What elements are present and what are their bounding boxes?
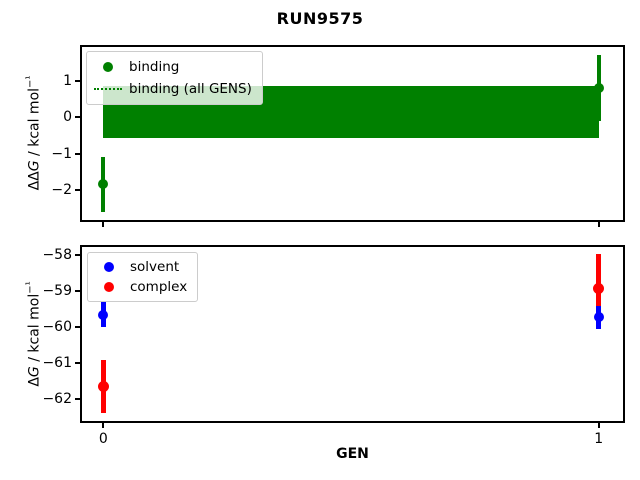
x-tick [102,423,105,428]
bottom-axes-dg-plot: solvent complex −58 −59 −60 −61 −62 0 1 [42,245,625,447]
top-legend: binding binding (all GENS) [86,51,263,105]
point-complex-gen0 [97,381,109,393]
legend-label-complex: complex [130,279,188,295]
y-tick [75,188,80,191]
complex-dot-icon [104,282,114,292]
point-complex-gen1 [593,282,605,294]
y-tick-label: 0 [63,109,72,126]
dotted-line-icon [94,88,122,90]
point-binding-gen1 [593,83,604,94]
x-tick-label: 1 [594,431,604,447]
y-tick [75,362,80,365]
y-tick-label: −60 [42,319,72,336]
y-tick-label: −1 [51,145,72,162]
y-tick [75,253,80,256]
x-tick [597,423,600,428]
solvent-dot-icon [104,262,114,272]
y-tick [75,116,80,119]
x-axis-label: GEN [336,446,369,462]
x-tick [102,222,105,227]
y-tick-label: −58 [42,246,72,263]
top-axes-binding-plot: binding binding (all GENS) 1 0 −1 −2 [51,45,625,227]
legend-item-complex: complex [88,277,187,297]
point-binding-gen0 [98,179,109,190]
binding-dot-icon [103,62,113,72]
y-tick-label: −61 [42,355,72,372]
point-solvent-gen0 [98,309,109,320]
y-tick [75,398,80,401]
y-tick [75,152,80,155]
y-tick [75,326,80,329]
legend-label-solvent: solvent [130,259,180,275]
bottom-legend: solvent complex [87,252,199,302]
point-solvent-gen1 [593,312,604,323]
legend-item-binding-all-gens: binding (all GENS) [87,78,252,100]
y-tick-label: −62 [42,391,72,408]
legend-item-binding: binding [87,56,252,78]
figure-title: RUN9575 [276,9,364,28]
y-tick-label: 1 [63,73,72,90]
x-tick [597,222,600,227]
y-tick-label: −2 [51,181,72,198]
x-tick-label: 0 [98,431,108,447]
legend-label-binding: binding [129,59,180,75]
legend-item-solvent: solvent [88,257,187,277]
y-tick-label: −59 [42,283,72,300]
y-tick [75,80,80,83]
legend-label-binding-all-gens: binding (all GENS) [129,81,252,97]
y-tick [75,290,80,293]
